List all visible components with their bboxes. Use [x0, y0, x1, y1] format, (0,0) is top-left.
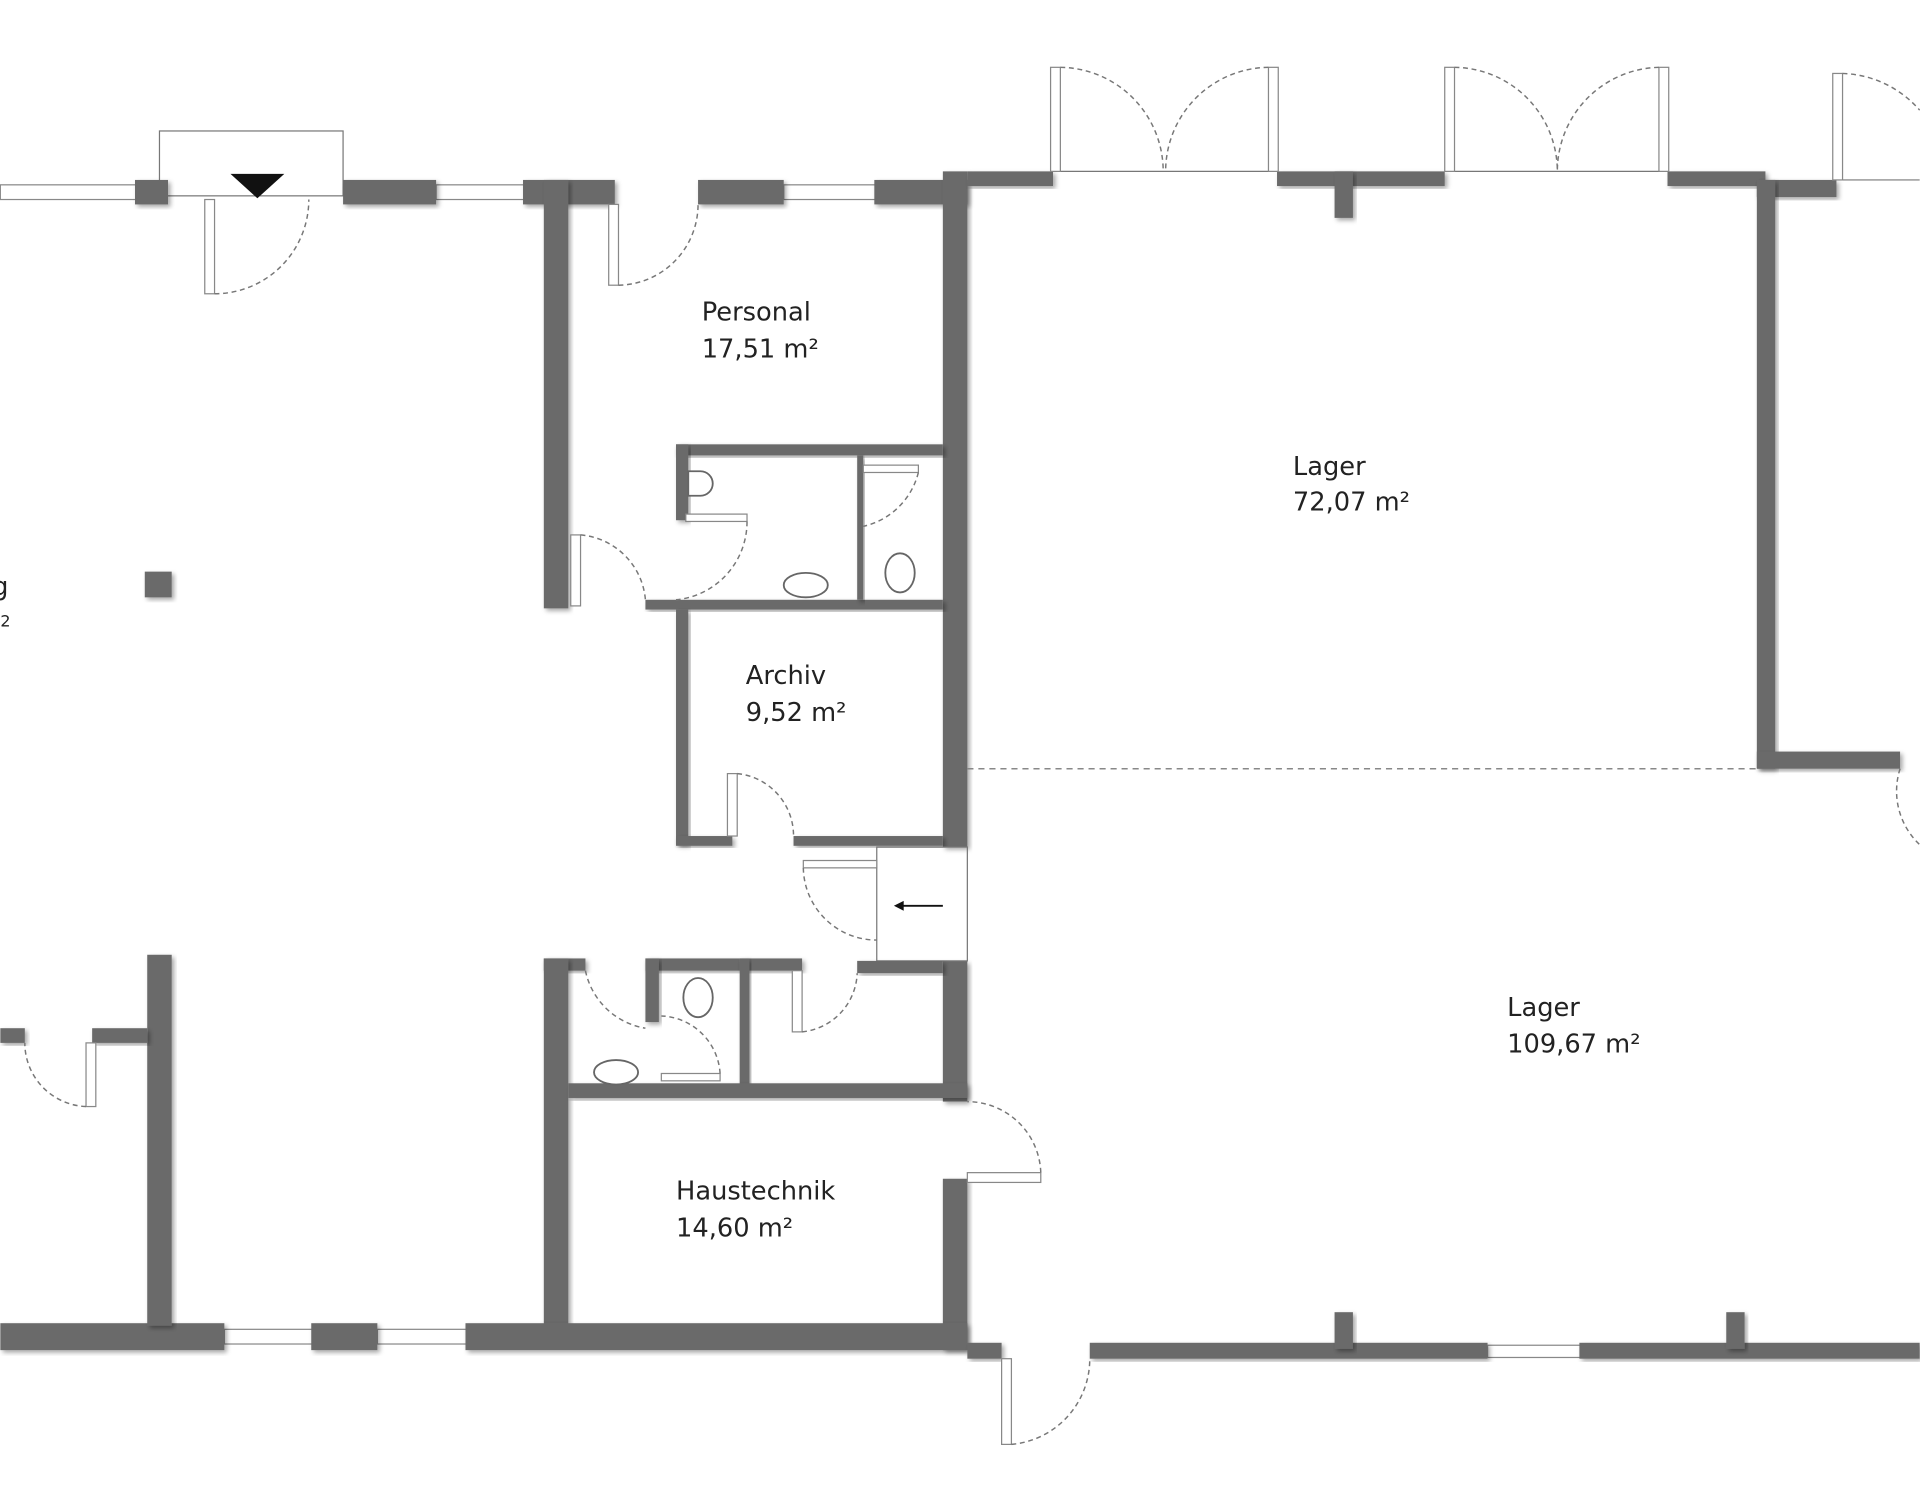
column — [144, 571, 172, 598]
room-area: 2 — [0, 612, 10, 631]
doors — [24, 66, 1920, 1446]
sink-icon — [782, 571, 829, 599]
toilet-icon — [682, 977, 714, 1019]
sink-icon — [593, 1059, 639, 1086]
fixtures — [593, 470, 916, 1086]
room-name: Personal — [702, 298, 811, 328]
room-area: 14,60 m² — [676, 1213, 793, 1243]
room-name: Lager — [1293, 452, 1366, 482]
room-name: Haustechnik — [676, 1177, 835, 1207]
room-area: 17,51 m² — [702, 334, 819, 364]
entrance-arrow-icon — [230, 173, 285, 199]
room-name: Archiv — [746, 661, 826, 691]
room-name: ng — [0, 572, 8, 602]
walls — [0, 171, 1920, 1359]
room-area: 9,52 m² — [746, 698, 847, 728]
toilet-icon — [884, 552, 916, 594]
urinal-icon — [687, 470, 714, 497]
room-name: Lager — [1507, 993, 1580, 1023]
room-area: 72,07 m² — [1293, 487, 1410, 517]
entrance — [158, 130, 344, 199]
room-area: 109,67 m² — [1507, 1030, 1640, 1060]
room-labels: ng 2 Personal 17,51 m² Lager 72,07 m² Ar… — [0, 298, 1641, 1244]
